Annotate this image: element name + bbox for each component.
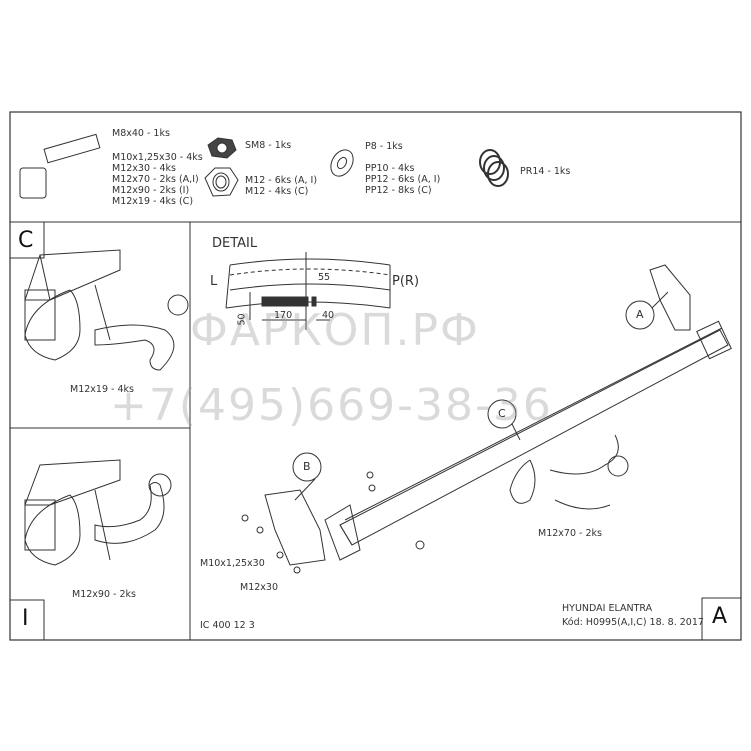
- bolt-callout: M12x30: [240, 582, 278, 593]
- washer-label: PP12 - 6ks (A, I): [365, 174, 441, 185]
- detail-title: DETAIL: [212, 236, 258, 251]
- nut-label: M12 - 4ks (C): [245, 186, 309, 197]
- bolt-callout: M10x1,25x30: [200, 558, 265, 569]
- panel-c-label: C: [18, 228, 34, 253]
- washer-label: PP12 - 8ks (C): [365, 185, 432, 196]
- panel-c-label-box: [9, 221, 45, 259]
- callout-b: B: [303, 460, 311, 473]
- hitch-c-illustration: [24, 249, 189, 371]
- hitch-i-illustration: [24, 459, 172, 566]
- bolt-label: M12x70 - 2ks (A,I): [112, 174, 199, 185]
- panel-i-bolt-label: M12x90 - 2ks: [72, 589, 136, 600]
- panel-i-label-box: [9, 599, 45, 641]
- detail-dim: 40: [322, 310, 335, 321]
- bolt-label: M12x19 - 4ks (C): [112, 196, 194, 207]
- nut-icon: [204, 167, 239, 197]
- panel-a-label: A: [712, 604, 728, 629]
- spring-washer-label: PR14 - 1ks: [520, 166, 571, 177]
- bolt-icon: [19, 133, 101, 199]
- panel-c-bolt-label: M12x19 - 4ks: [70, 384, 134, 395]
- detail-dim: 55: [318, 272, 331, 283]
- callout-a: A: [636, 308, 644, 321]
- detail-left-label: L: [210, 274, 218, 289]
- panel-i-label: I: [22, 606, 29, 631]
- spring-washer-icon: [479, 149, 509, 187]
- watermark-phone: +7(495)669-38-36: [110, 380, 553, 431]
- detail-dim: 50: [236, 313, 248, 326]
- callout-c: C: [498, 407, 506, 420]
- panel-a-label-box: [701, 597, 742, 641]
- bolt-label: M8x40 - 1ks: [112, 128, 170, 139]
- outer-frame: [9, 111, 742, 641]
- bolt-callout: M12x70 - 2ks: [538, 528, 602, 539]
- self-lock-nut-label: SM8 - 1ks: [245, 140, 292, 151]
- bolt-label: M10x1,25x30 - 4ks: [112, 152, 203, 163]
- bolt-label: M12x30 - 4ks: [112, 163, 176, 174]
- self-lock-nut-icon: [207, 137, 237, 159]
- watermark-brand: ФАРКОП.РФ: [190, 305, 480, 356]
- vehicle-name: HYUNDAI ELANTRA: [562, 603, 653, 614]
- bolt-label: M12x90 - 2ks (I): [112, 185, 190, 196]
- product-code: Kód: H0995(A,I,C) 18. 8. 2017: [562, 617, 704, 628]
- nut-label: M12 - 6ks (A, I): [245, 175, 318, 186]
- drawing-number: IC 400 12 3: [200, 620, 255, 631]
- detail-right-label: P(R): [392, 274, 420, 289]
- detail-dim: 170: [274, 310, 293, 321]
- washer-label: PP10 - 4ks: [365, 163, 415, 174]
- callout-circles: [292, 291, 669, 501]
- washer-label: P8 - 1ks: [365, 141, 403, 152]
- washer-icon: [330, 149, 354, 177]
- detail-illustration: [225, 252, 391, 330]
